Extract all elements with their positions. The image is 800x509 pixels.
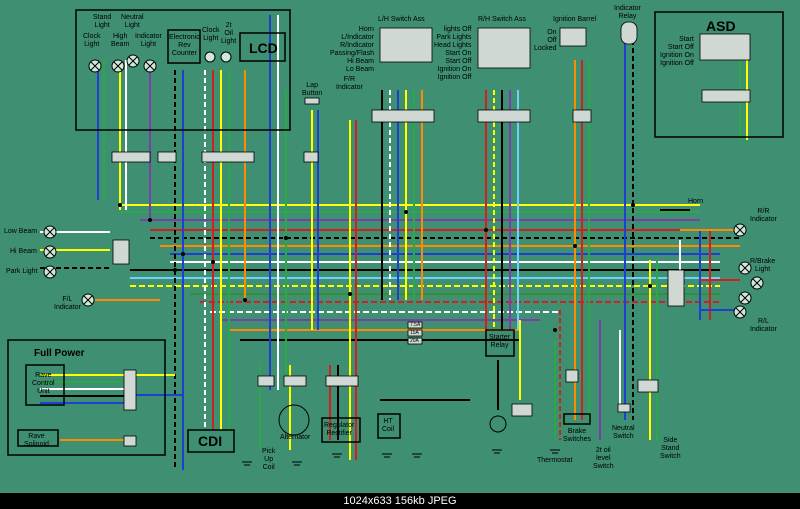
wiring-svg [7,9,784,470]
lh-switch-rows: Horn L/Indicator R/Indicator Passing/Fla… [330,26,374,73]
lcd-label: LCD [249,40,278,56]
fuse-2-label: 15A [410,330,419,336]
image-info-bar: 1024x633 156kb JPEG [0,493,800,509]
rl-indicator-label: R/L Indicator [750,318,777,333]
side-stand-switch-label: Side Stand Switch [660,437,681,460]
neutral-light-label: Neutral Light [121,14,144,29]
regulator-rectifier-label: Regulator Rectifier [324,422,355,437]
high-beam-label: High Beam [111,33,130,48]
electronic-rev-counter-label: Electronic Rev Counter [169,34,200,57]
clock-light-label: Clock Light [83,33,101,48]
alternator-label: Alternator [280,434,311,441]
full-power-label: Full Power [34,348,85,359]
clock-light-2-label: Clock Light [202,27,220,42]
lap-button-label: Lap Button [302,82,323,97]
lh-switch-title: L/H Switch Ass [378,16,425,23]
oil-level-switch-label: 2t oil level Switch [593,447,614,470]
fuse-1-label: 7.5A [410,322,421,328]
fr-indicator-label: F/R Indicator [336,76,363,91]
rave-control-unit-label: Rave Control Unit [32,372,55,395]
ignition-barrel-rows: On Off Locked [534,29,557,52]
rr-indicator-label: R/R Indicator [750,208,777,223]
horn-label: Horn [688,198,704,205]
ht-coil-label: HT Coil [382,418,395,433]
fuse-3-label: 20A [410,338,419,344]
hi-beam-label: Hi Beam [10,248,37,255]
neutral-switch-label: Neutral Switch [612,425,635,440]
rave-solenoid-label: Rave Solinoid [24,433,49,448]
asd-rows: Start Start Off Ignition On Ignition Off [660,36,694,67]
low-beam-label: Low Beam [4,228,38,235]
r-brake-light-label: R/Brake Light [750,258,776,273]
cdi-label: CDI [198,433,223,449]
indicator-relay-label: Indicator Relay [614,5,641,20]
rh-switch-rows: lights Off Park Lights Head Lights Start… [434,26,472,81]
pick-up-coil-label: Pick Up Coil [262,448,276,471]
park-light-label: Park Light [6,268,38,275]
wiring-diagram: Stand Light Neutral Light Clock Light Hi… [0,0,800,493]
starter-relay-label: Starter Relay [489,334,511,349]
fl-indicator-label: F/L Indicator [54,296,81,311]
thermostat-label: Thermostat [537,457,573,464]
asd-title: ASD [706,18,736,34]
indicator-light-label: Indicator Light [135,33,162,48]
stand-light-label: Stand Light [93,14,112,29]
rh-switch-title: R/H Switch Ass [478,16,526,23]
oil-light-label: 2t Oil Light [221,22,237,45]
brake-switches-label: Brake Switches [563,428,592,443]
ignition-barrel-title: Ignition Barrel [553,16,597,23]
